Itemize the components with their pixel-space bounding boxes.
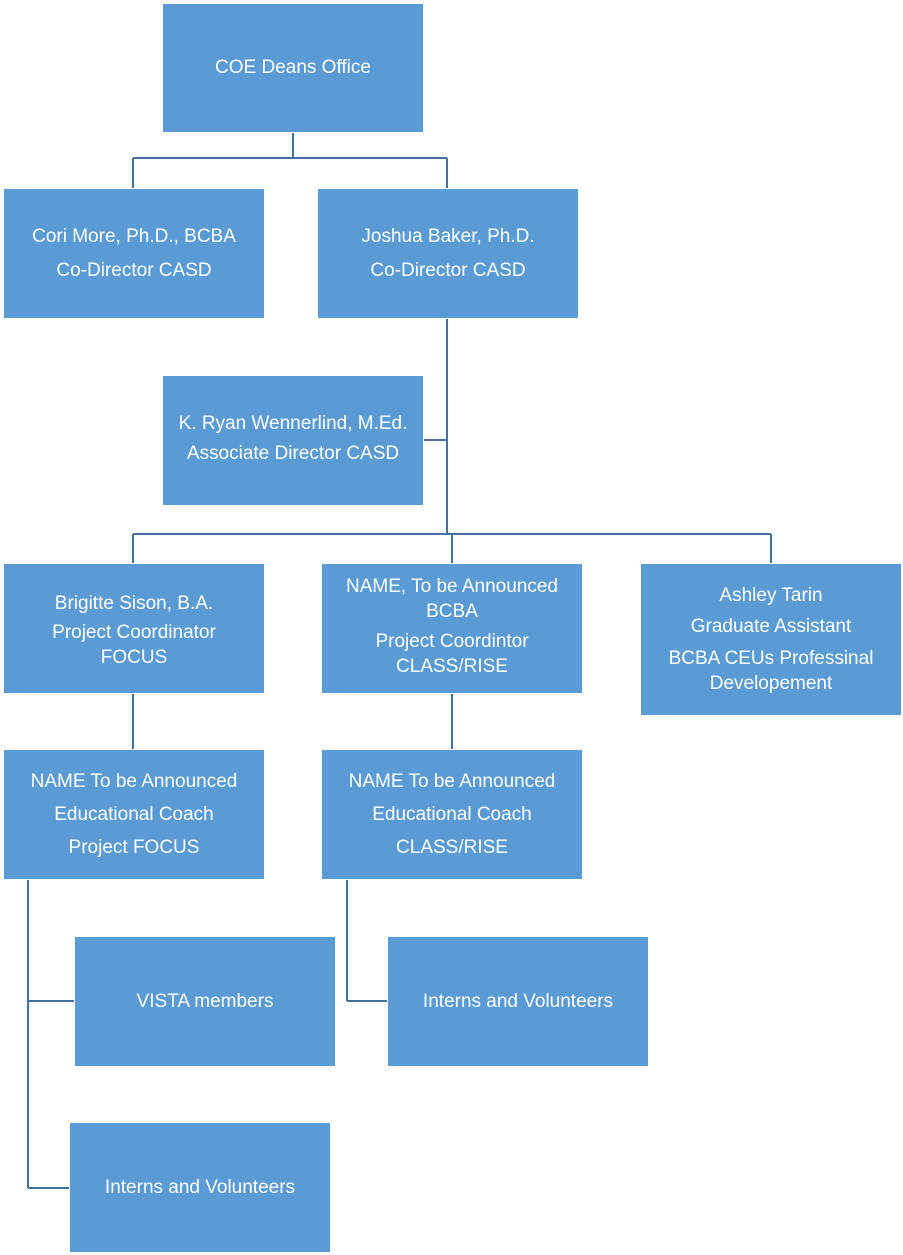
- node-title: Educational Coach: [372, 803, 532, 825]
- node-text: COE Deans Office: [215, 57, 371, 79]
- node-name: Cori More, Ph.D., BCBA: [32, 226, 236, 248]
- node-joshua-baker: Joshua Baker, Ph.D. Co-Director CASD: [317, 188, 579, 319]
- node-project: CLASS/RISE: [396, 837, 508, 859]
- node-text: VISTA members: [136, 990, 274, 1012]
- node-vista-members: VISTA members: [74, 936, 336, 1067]
- node-tba-bcba: NAME, To be Announced BCBA Project Coord…: [321, 563, 583, 694]
- node-title: Graduate Assistant: [690, 616, 852, 638]
- node-subtitle: BCBA CEUs Professinal Developement: [668, 647, 874, 694]
- node-brigitte-sison: Brigitte Sison, B.A. Project Coordinator…: [3, 563, 265, 694]
- node-title: Project Coordinator FOCUS: [52, 621, 216, 669]
- node-name: NAME, To be Announced BCBA: [346, 576, 558, 623]
- node-ryan-wennerlind: K. Ryan Wennerlind, M.Ed. Associate Dire…: [162, 375, 424, 506]
- node-project: Project FOCUS: [68, 837, 200, 859]
- node-title: Co-Director CASD: [370, 259, 526, 281]
- node-name: NAME To be Announced: [348, 770, 556, 792]
- node-name: Joshua Baker, Ph.D.: [361, 226, 535, 248]
- node-interns-volunteers-focus: Interns and Volunteers: [69, 1122, 331, 1253]
- node-coach-focus: NAME To be Announced Educational Coach P…: [3, 749, 265, 880]
- node-name: NAME To be Announced: [30, 770, 238, 792]
- node-ashley-tarin: Ashley Tarin Graduate Assistant BCBA CEU…: [640, 563, 902, 716]
- node-cori-more: Cori More, Ph.D., BCBA Co-Director CASD: [3, 188, 265, 319]
- node-name: Brigitte Sison, B.A.: [54, 592, 214, 614]
- node-title: Co-Director CASD: [56, 259, 212, 281]
- node-interns-volunteers-class-rise: Interns and Volunteers: [387, 936, 649, 1067]
- node-text: Interns and Volunteers: [104, 1176, 296, 1198]
- node-text: Interns and Volunteers: [422, 990, 614, 1012]
- node-name: Ashley Tarin: [719, 585, 823, 607]
- node-title: Project Coordintor CLASS/RISE: [375, 630, 529, 677]
- node-name: K. Ryan Wennerlind, M.Ed.: [178, 413, 408, 435]
- node-title: Associate Director CASD: [186, 442, 400, 464]
- node-coach-class-rise: NAME To be Announced Educational Coach C…: [321, 749, 583, 880]
- node-coe-deans-office: COE Deans Office: [162, 3, 424, 133]
- node-title: Educational Coach: [54, 803, 214, 825]
